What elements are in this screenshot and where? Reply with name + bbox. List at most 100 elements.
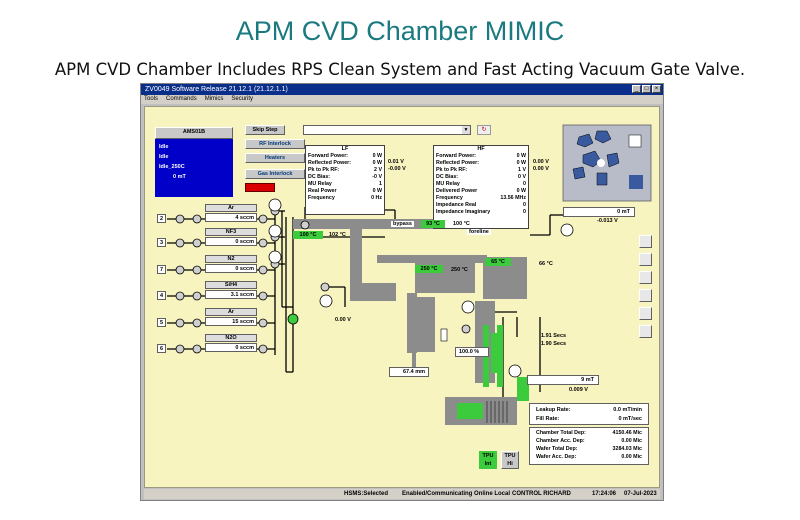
heater-temp-setpoint: 250 °C [415, 265, 443, 273]
status-line-3: Idle_250C [159, 164, 185, 170]
gas-flow-value: 3.1 sccm [205, 290, 257, 299]
menu-security[interactable]: Security [231, 96, 254, 102]
deposition-row: Wafer Total Dep:3284.03 Mic [536, 446, 642, 452]
gauge-voltage: -0.013 V [597, 218, 618, 224]
settings-icon[interactable] [639, 307, 652, 320]
maximize-button[interactable]: □ [642, 85, 651, 93]
lf-side-value-1: 0.01 V [388, 159, 404, 165]
gas-flow-value: 0 sccm [205, 237, 257, 246]
comm-status: Enabled/Communicating Online Local [402, 491, 511, 497]
lf-title: LF [341, 146, 349, 152]
menu-mimics[interactable]: Mimics [204, 96, 224, 102]
top-temp-setpoint: 93 °C [421, 220, 445, 228]
top-temp: 100 °C [453, 221, 470, 227]
chamber-pressure-voltage: 0.009 V [569, 387, 588, 393]
gas-line-number: 2 [157, 214, 166, 223]
chamber-pressure-box: 9 mT [527, 375, 599, 385]
chevron-down-icon[interactable]: ▼ [462, 126, 470, 134]
skip-step-button[interactable]: Skip Step [245, 125, 285, 135]
menu-commands[interactable]: Commands [166, 96, 197, 102]
position-box: 67.4 mm [389, 367, 429, 377]
status-line-4: 0 mT [173, 174, 186, 180]
deposition-row: Wafer Acc. Dep:0.00 Mic [536, 454, 642, 460]
deposition-row: Chamber Total Dep:4150.46 Mic [536, 430, 642, 436]
report-icon[interactable] [639, 235, 652, 248]
lf-row: Reflected Power:0 W [308, 160, 382, 166]
recipe-dropdown[interactable]: ▼ [303, 125, 471, 135]
heater-temp: 250 °C [451, 267, 468, 273]
close-button[interactable]: × [652, 85, 661, 93]
lf-row: Forward Power:0 W [308, 153, 382, 159]
leak-rate-label: Leakup Rate: [536, 407, 571, 413]
page-heading: APM CVD Chamber MIMIC [235, 16, 565, 46]
deposition-row: Chamber Acc. Dep:0.00 Mic [536, 438, 642, 444]
hf-panel: HF Forward Power:0 W Reflected Power:0 W… [433, 145, 529, 229]
gas-name: NF3 [205, 228, 257, 236]
edit-icon[interactable] [639, 253, 652, 266]
throttle-box: 100.0 % [455, 347, 489, 357]
menu-tools[interactable]: Tools [144, 96, 159, 102]
valve-voltage: 0.00 V [335, 317, 351, 323]
page-subheading: APM CVD Chamber Includes RPS Clean Syste… [54, 60, 746, 79]
hf-title: HF [477, 146, 485, 152]
deposition-panel: Chamber Total Dep:4150.46 Mic Chamber Ac… [529, 427, 649, 465]
fill-rate-value: 0 mT/sec [618, 416, 642, 422]
rf-interlock-button[interactable]: RF Interlock [245, 139, 305, 149]
gauge-pressure-box: 0 mT [563, 207, 635, 217]
refresh-icon[interactable]: ↻ [477, 125, 491, 135]
window-titlebar: ZV0049 Software Release 21.12.1 (21.12.1… [141, 84, 663, 95]
app-window: ZV0049 Software Release 21.12.1 (21.12.1… [140, 83, 664, 501]
lf-side-value-2: -0.00 V [388, 166, 406, 172]
throttle-percent: 100.0 % [459, 349, 480, 355]
chamber-pressure-value: 9 mT [581, 377, 594, 383]
gas-name: N2 [205, 255, 257, 263]
gas-line-number: 5 [157, 318, 166, 327]
position-mm: 67.4 mm [402, 369, 425, 375]
hsms-status: HSMS:Selected [344, 491, 389, 497]
status-line-1: Idle [159, 144, 169, 150]
lf-panel: LF Forward Power:0 W Reflected Power:0 W… [305, 145, 385, 215]
calendar-icon[interactable] [639, 271, 652, 284]
lid-temp-setpoint: 100 °C [293, 231, 323, 239]
tpu-hi-button[interactable]: TPU Hi [501, 451, 519, 469]
menu-bar: Tools Commands Mimics Security [141, 95, 663, 104]
chamber-header: AMS01B [155, 127, 233, 139]
minimize-button[interactable]: _ [632, 85, 641, 93]
bypass-label: bypass [391, 221, 414, 227]
fill-rate-label: Fill Rate: [536, 416, 560, 422]
hf-row: Forward Power:0 W [436, 153, 526, 159]
heaters-button[interactable]: Heaters [245, 153, 305, 163]
gas-name: SiH4 [205, 281, 257, 289]
status-time: 17:24:06 [592, 491, 617, 497]
chamber-status-panel: Idle Idle Idle_250C 0 mT [155, 139, 233, 197]
gas-interlock-button[interactable]: Gas Interlock [245, 169, 305, 179]
gauge-pressure-value: 0 mT [617, 209, 630, 215]
lf-row: DC Bias:-0 V [308, 174, 382, 180]
pump-time-1: 1.91 Secs [541, 333, 567, 339]
lf-row: Pk to Pk RF:2 V [308, 167, 382, 173]
hf-row: Pk to Pk RF:1 V [436, 167, 526, 173]
gas-name: N2O [205, 334, 257, 342]
wall-temp: 66 °C [539, 261, 553, 267]
gas-flow-value: 15 sccm [205, 317, 257, 326]
alarm-indicator[interactable] [245, 183, 275, 192]
wall-temp-setpoint: 65 °C [485, 258, 511, 266]
tpu-int-button[interactable]: TPU Int [479, 451, 497, 469]
status-line-2: Idle [159, 154, 169, 160]
chart-icon[interactable] [639, 289, 652, 302]
foreline-label: foreline [467, 229, 491, 235]
gas-name: Ar [205, 204, 257, 212]
hf-row: Reflected Power:0 W [436, 160, 526, 166]
hf-side-value-1: 0.00 V [533, 159, 549, 165]
gas-flow-value: 0 sccm [205, 264, 257, 273]
tools-icon[interactable] [639, 325, 652, 338]
window-title: ZV0049 Software Release 21.12.1 (21.12.1… [145, 86, 288, 93]
leak-rate-value: 0.0 mT/min [613, 407, 642, 413]
